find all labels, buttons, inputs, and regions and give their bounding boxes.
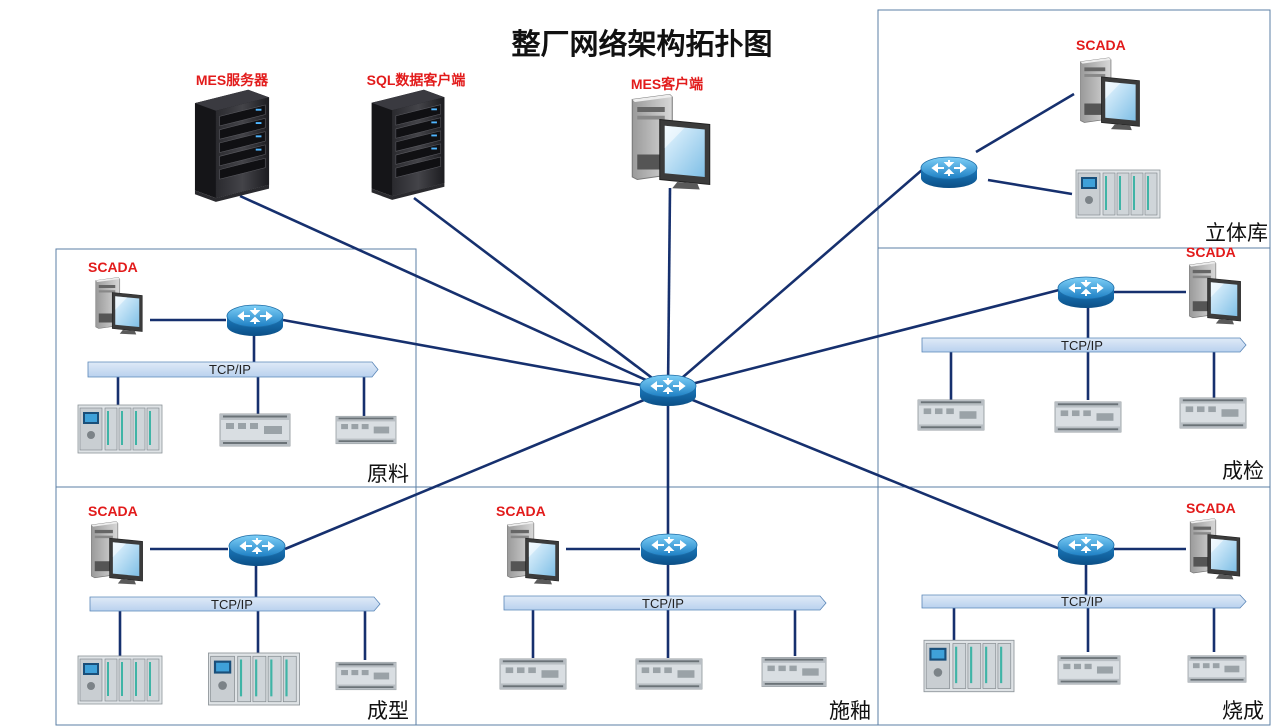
desktop-computer-icon: [1188, 261, 1242, 325]
scada-label: SCADA: [88, 503, 138, 519]
bus-label: TCP/IP: [209, 362, 251, 377]
zone-name: 成检: [1222, 459, 1264, 483]
zone-links: [116, 92, 1216, 660]
router-icon: [1057, 533, 1115, 566]
router-icon: [1057, 276, 1115, 309]
tcp-ip-bus: [89, 596, 381, 612]
backbone-links: [239, 169, 1061, 551]
plc-module-icon: [219, 413, 291, 447]
zone-name: 立体库: [1205, 221, 1268, 245]
tcp-ip-bus: [503, 595, 827, 611]
desktop-computer-icon: [631, 93, 711, 191]
bus-label: TCP/IP: [642, 596, 684, 611]
plc-module-icon: [335, 661, 397, 691]
plc-rack-icon: [923, 639, 1015, 693]
plc-rack-icon: [1075, 169, 1161, 219]
router-icon: [639, 374, 697, 407]
sql-client-label: SQL数据客户端: [367, 72, 466, 88]
server-tower-icon: [194, 89, 270, 203]
zone-name: 施釉: [829, 699, 871, 723]
plc-module-icon: [1054, 401, 1122, 433]
plc-module-icon: [499, 658, 567, 690]
desktop-computer-icon: [1079, 57, 1141, 131]
zone-name: 原料: [367, 462, 409, 486]
plc-module-icon: [761, 656, 827, 688]
router-icon: [920, 156, 978, 189]
desktop-computer-icon: [506, 521, 560, 585]
tcp-ip-bus: [87, 361, 379, 378]
mes-client-label: MES客户端: [631, 76, 703, 92]
scada-label: SCADA: [1186, 500, 1236, 516]
zone-name: 烧成: [1222, 699, 1264, 723]
zone-frame-shaocheng: [877, 486, 1271, 726]
scada-label: SCADA: [496, 503, 546, 519]
plc-module-icon: [635, 658, 703, 690]
mes-server-label: MES服务器: [196, 72, 269, 88]
bus-label: TCP/IP: [1061, 594, 1103, 609]
desktop-computer-icon: [1189, 518, 1241, 580]
bus-label: TCP/IP: [211, 597, 253, 612]
plc-module-icon: [917, 399, 985, 431]
plc-module-icon: [1057, 655, 1121, 685]
scada-label: SCADA: [88, 259, 138, 275]
diagram-title: 整厂网络架构拓扑图: [511, 27, 772, 61]
desktop-computer-icon: [95, 277, 143, 335]
scada-label: SCADA: [1076, 37, 1126, 53]
tcp-ip-bus: [921, 594, 1247, 609]
zone-name: 成型: [367, 699, 409, 723]
router-icon: [226, 304, 284, 337]
router-icon: [228, 534, 286, 567]
plc-rack-icon: [77, 655, 163, 705]
plc-module-icon: [335, 415, 397, 445]
plc-rack-icon: [77, 404, 163, 454]
desktop-computer-icon: [90, 521, 144, 585]
plc-module-icon: [1179, 397, 1247, 429]
plc-module-icon: [1187, 655, 1247, 683]
router-icon: [640, 533, 698, 566]
server-tower-icon: [371, 89, 445, 201]
zone-frame-litiku: [877, 9, 1271, 249]
bus-label: TCP/IP: [1061, 338, 1103, 353]
plc-rack-icon: [207, 652, 301, 706]
scada-label: SCADA: [1186, 244, 1236, 260]
tcp-ip-bus: [921, 337, 1247, 353]
